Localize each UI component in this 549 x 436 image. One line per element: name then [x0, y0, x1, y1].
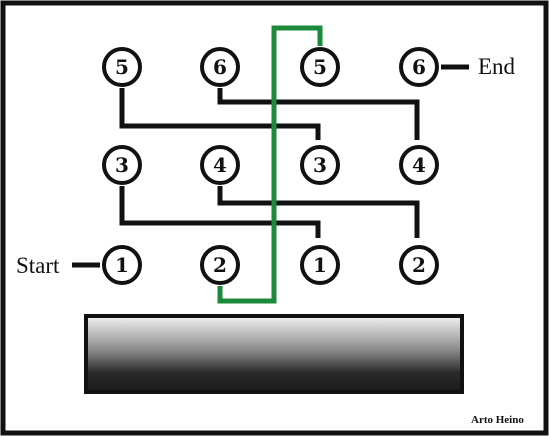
terminal-number: 5: [115, 55, 129, 79]
terminal-number: 4: [213, 153, 227, 177]
terminal-circle: [300, 47, 340, 87]
terminal-number: 6: [412, 55, 426, 79]
terminal-number: 1: [313, 253, 327, 277]
terminal-nodes: 5 6 5 6 3 4 3 4 1 2 1 2: [102, 47, 439, 285]
wire-group: [72, 64, 469, 268]
terminal-number: 3: [115, 153, 129, 177]
start-label: Start: [16, 253, 60, 278]
terminal-number: 3: [313, 153, 327, 177]
terminal-circle: [200, 145, 240, 185]
terminal-circle: [200, 245, 240, 285]
terminal-node: 4: [200, 145, 240, 185]
end-label: End: [478, 54, 516, 79]
terminal-node: 1: [300, 245, 340, 285]
terminal-node: 3: [102, 145, 142, 185]
wire-5-to-3: [119, 88, 321, 140]
terminal-circle: [300, 145, 340, 185]
terminal-circle: [300, 245, 340, 285]
terminal-circle: [399, 145, 439, 185]
terminal-node: 5: [300, 47, 340, 87]
terminal-node: 3: [300, 145, 340, 185]
terminal-number: 4: [412, 153, 426, 177]
terminal-number: 6: [213, 55, 227, 79]
terminal-circle: [102, 145, 142, 185]
terminal-node: 2: [200, 245, 240, 285]
terminal-circle: [102, 245, 142, 285]
terminal-number: 5: [313, 55, 327, 79]
terminal-node: 5: [102, 47, 142, 87]
wire-4-to-2: [217, 186, 420, 238]
terminal-node: 2: [399, 245, 439, 285]
terminal-circle: [200, 47, 240, 87]
terminal-circle: [102, 47, 142, 87]
terminal-node: 1: [102, 245, 142, 285]
terminal-circle: [399, 47, 439, 87]
wire-3-to-1: [119, 186, 321, 238]
terminal-node: 6: [399, 47, 439, 87]
terminal-node: 4: [399, 145, 439, 185]
crossover-wire: [217, 25, 323, 304]
wire-6-to-4: [217, 88, 420, 140]
author-credit: Arto Heino: [471, 414, 524, 426]
terminal-circle: [399, 245, 439, 285]
terminal-number: 2: [412, 253, 426, 277]
terminal-node: 6: [200, 47, 240, 87]
terminal-number: 1: [115, 253, 129, 277]
terminal-number: 2: [213, 253, 227, 277]
gradient-bar: [84, 314, 464, 394]
